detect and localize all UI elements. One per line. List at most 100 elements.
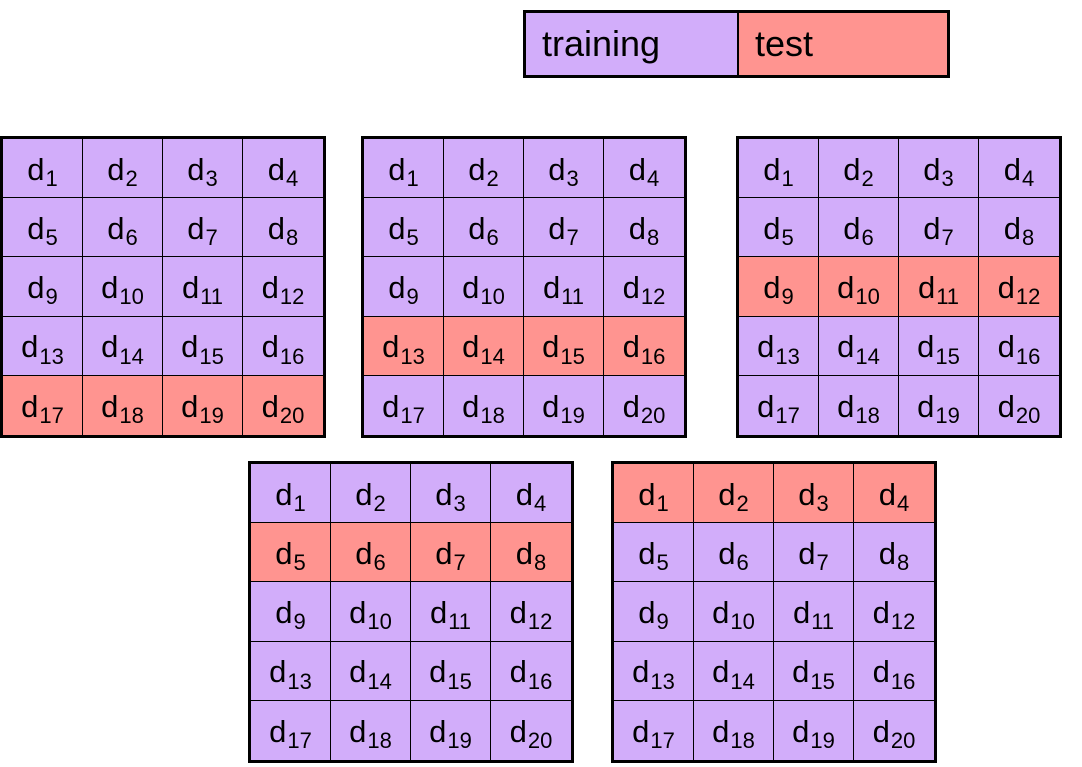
cell-index: 3 [816,491,829,517]
legend-training-label: training [542,23,661,64]
cell-label: d [261,269,279,305]
cell-label: d [917,388,935,424]
cell-index: 6 [861,225,874,251]
cell-index: 13 [400,343,425,369]
cell-index: 13 [287,668,312,694]
cell-index: 5 [406,225,419,251]
cell-label: d [798,535,816,571]
cell-label: d [181,388,199,424]
cell-label: d [712,713,730,749]
cell-index: 12 [1015,284,1041,310]
cell-label: d [275,594,293,630]
cell-label: d [21,329,39,365]
cell-label: d [638,476,656,512]
cell-index: 7 [941,225,954,251]
cell-label: d [628,210,646,246]
cell-label: d [429,594,448,630]
cell-label: d [267,151,285,187]
cell-label: d [923,210,941,246]
cell-index: 6 [125,225,138,251]
cell-index: 18 [480,403,505,429]
cell-index: 14 [119,343,144,369]
cell-index: 12 [279,284,305,310]
cell-index: 7 [566,225,579,251]
cell-label: d [349,594,367,630]
cell-index: 8 [534,550,547,576]
cell-label: d [542,329,560,365]
cell-index: 11 [561,284,585,310]
cell-index: 15 [447,668,472,694]
cell-index: 15 [810,668,835,694]
legend: training test [523,10,950,78]
cell-label: d [355,535,373,571]
cell-label: d [429,654,447,690]
cell-index: 8 [647,225,660,251]
cell-label: d [27,210,45,246]
cell-index: 10 [730,609,755,635]
cell-index: 14 [855,343,880,369]
cell-label: d [718,476,736,512]
cell-label: d [917,329,935,365]
cell-index: 18 [730,728,755,754]
cell-label: d [261,329,279,365]
cell-label: d [878,476,896,512]
cell-label: d [548,210,566,246]
cell-label: d [21,388,39,424]
cell-index: 19 [935,403,960,429]
cell-label: d [107,210,125,246]
cell-index: 2 [486,166,499,192]
cell-index: 19 [810,728,835,754]
cell-index: 16 [640,343,666,369]
cell-index: 7 [453,550,466,576]
cell-label: d [872,654,890,690]
cell-index: 6 [373,550,386,576]
cell-index: 3 [205,166,218,192]
cell-label: d [462,329,480,365]
cell-label: d [101,388,119,424]
cell-index: 10 [480,284,505,310]
cell-label: d [1003,151,1021,187]
cell-index: 10 [855,284,880,310]
cell-label: d [187,210,205,246]
cell-label: d [837,329,855,365]
cell-label: d [843,210,861,246]
cell-index: 5 [45,225,58,251]
cell-label: d [187,151,205,187]
cell-index: 11 [200,284,224,310]
cell-label: d [997,388,1015,424]
cell-index: 8 [1022,225,1035,251]
cell-index: 12 [527,609,553,635]
